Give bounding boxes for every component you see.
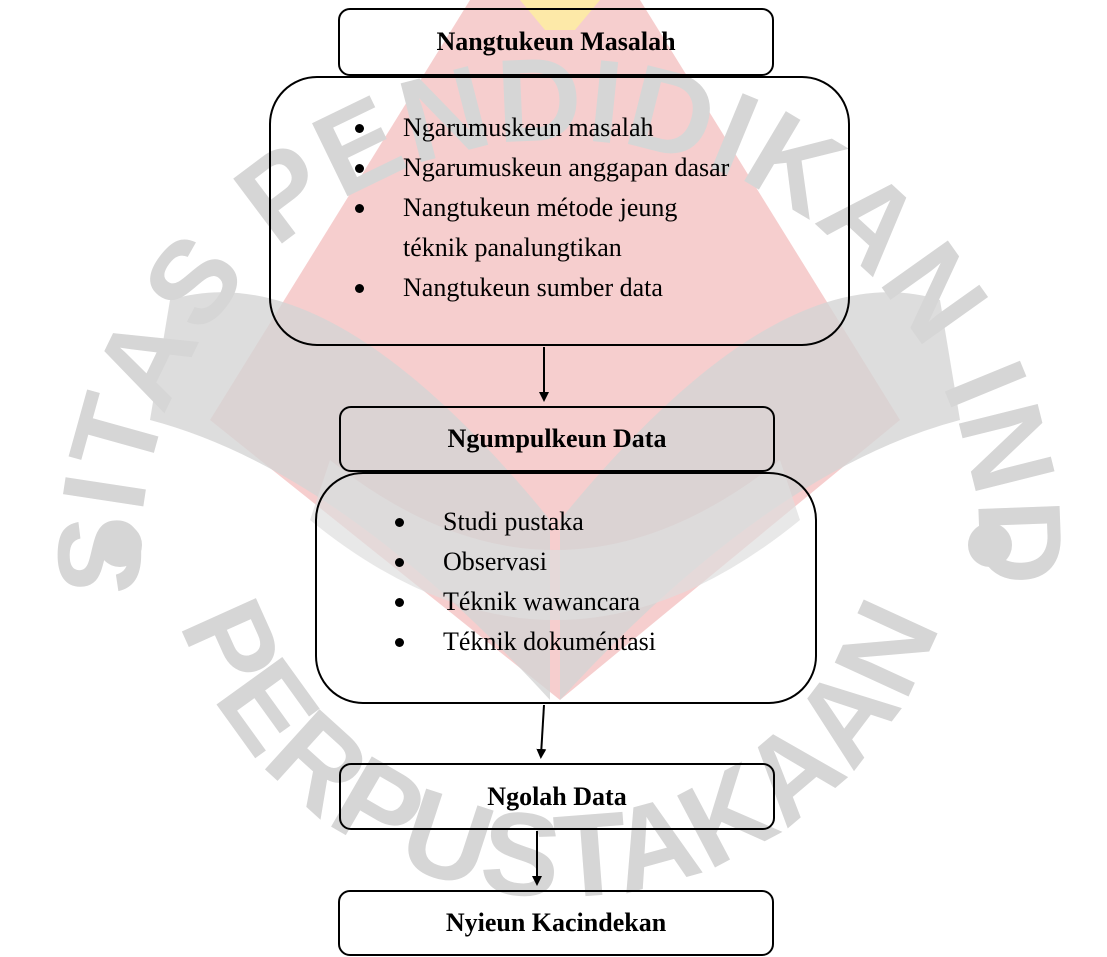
step2-list: Studi pustaka Observasi Téknik wawancara…	[381, 502, 656, 662]
step4-title-box: Nyieun Kacindekan	[338, 890, 774, 956]
step1-title-box: Nangtukeun Masalah	[338, 8, 774, 76]
seal-flame-tip	[520, 0, 600, 30]
list-item: Ngarumuskeun anggapan dasar	[341, 148, 729, 188]
step2-title-box: Ngumpulkeun Data	[339, 406, 775, 472]
list-item: Téknik dokuméntasi	[381, 622, 656, 662]
bullet-icon	[395, 638, 404, 647]
bullet-icon	[395, 558, 404, 567]
step4-title: Nyieun Kacindekan	[445, 908, 667, 937]
bullet-icon	[355, 124, 364, 133]
bullet-icon	[395, 518, 404, 527]
step1-list-box: Ngarumuskeun masalah Ngarumuskeun anggap…	[269, 76, 850, 346]
step3-title-box: Ngolah Data	[339, 763, 775, 830]
list-item: Téknik wawancara	[381, 582, 656, 622]
bullet-icon	[395, 598, 404, 607]
list-item: Nangtukeun métode jeung téknik panalungt…	[341, 188, 729, 268]
bullet-icon	[355, 284, 364, 293]
step2-list-box: Studi pustaka Observasi Téknik wawancara…	[315, 472, 817, 704]
list-item: Ngarumuskeun masalah	[341, 108, 729, 148]
step1-list: Ngarumuskeun masalah Ngarumuskeun anggap…	[341, 108, 729, 308]
list-item: Observasi	[381, 542, 656, 582]
step2-title: Ngumpulkeun Data	[447, 424, 667, 453]
seal-dot-right	[968, 523, 1012, 567]
list-item: Studi pustaka	[381, 502, 656, 542]
bullet-icon	[355, 204, 364, 213]
list-item: Nangtukeun sumber data	[341, 268, 729, 308]
seal-lower-band	[310, 460, 800, 620]
step3-title: Ngolah Data	[487, 781, 627, 811]
step1-title: Nangtukeun Masalah	[436, 27, 676, 56]
seal-dot-left	[98, 523, 142, 567]
bullet-icon	[355, 164, 364, 173]
